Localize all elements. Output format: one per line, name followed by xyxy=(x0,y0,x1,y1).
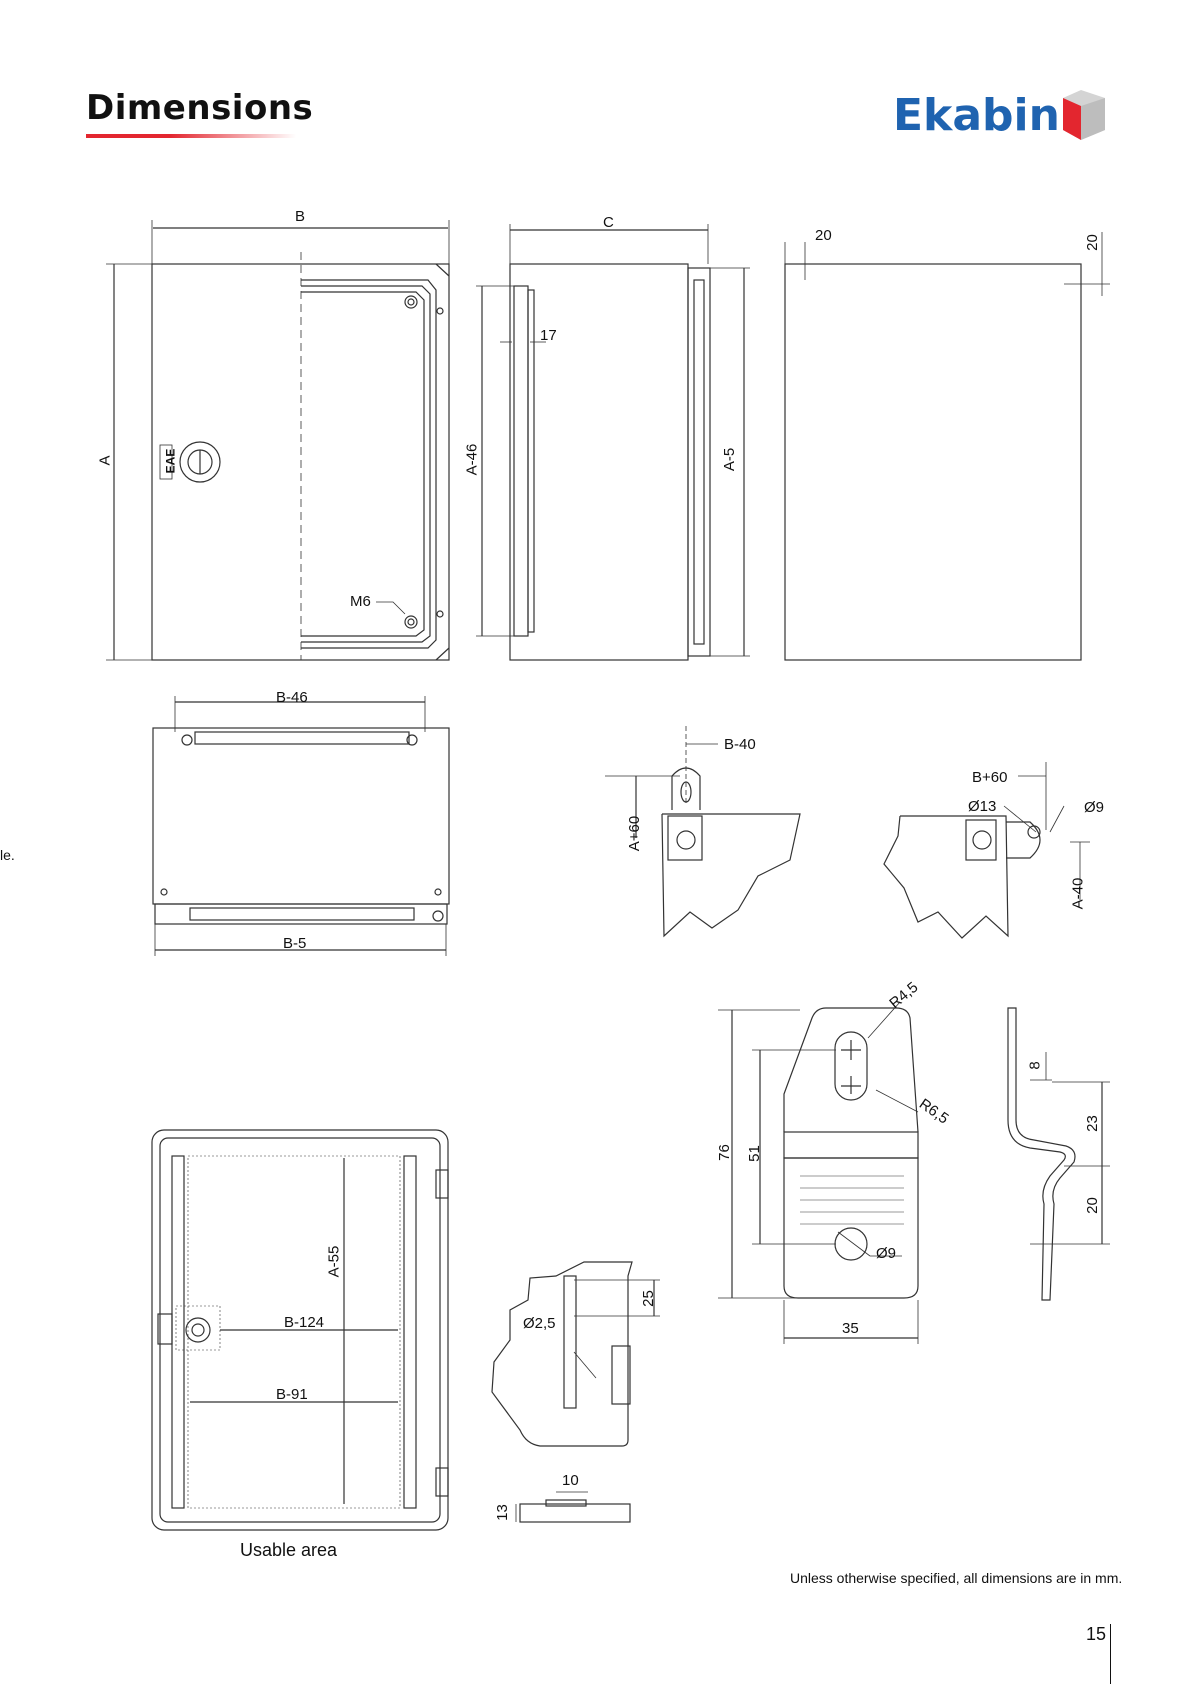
label-bracket-b60: B+60 xyxy=(972,769,1008,786)
bracket-left-view xyxy=(605,726,801,938)
label-hinge-d25: Ø2,5 xyxy=(523,1315,556,1332)
top-view xyxy=(152,696,450,956)
label-usable-a55: A-55 xyxy=(325,1245,343,1278)
label-detail-76: 76 xyxy=(715,1144,733,1161)
title-underline xyxy=(86,134,296,138)
label-hinge-25: 25 xyxy=(639,1290,657,1307)
label-detail-35: 35 xyxy=(842,1320,859,1337)
bracket-right-view xyxy=(883,762,1090,939)
mounting-lug-detail xyxy=(718,1001,919,1344)
label-bracket-a40: A-40 xyxy=(1069,877,1087,910)
label-profile-23: 23 xyxy=(1083,1115,1101,1132)
units-footnote: Unless otherwise specified, all dimensio… xyxy=(790,1570,1123,1586)
label-side-height: A-5 xyxy=(721,447,739,472)
label-front-width: B xyxy=(295,208,306,225)
usable-area-view xyxy=(151,1129,449,1531)
usable-area-caption: Usable area xyxy=(240,1540,338,1560)
label-profile-8: 8 xyxy=(1026,1061,1044,1070)
label-bracket-d9: Ø9 xyxy=(1084,799,1105,816)
label-front-height: A xyxy=(96,455,114,466)
label-top-b46: B-46 xyxy=(276,689,308,706)
label-back-20-right: 20 xyxy=(1083,234,1101,251)
truncated-text: le. xyxy=(0,847,15,863)
label-side-17: 17 xyxy=(540,327,557,344)
label-usable-b124: B-124 xyxy=(284,1314,325,1331)
back-view xyxy=(784,232,1110,661)
label-usable-b91: B-91 xyxy=(276,1386,308,1403)
door-badge: EAE xyxy=(163,448,178,474)
page-title: Dimensions xyxy=(86,88,314,128)
front-view xyxy=(106,220,450,661)
page-number: 15 xyxy=(1086,1624,1107,1644)
label-detail-d9: Ø9 xyxy=(876,1245,897,1262)
hinge-detail xyxy=(491,1261,660,1523)
label-bracket-b40: B-40 xyxy=(724,736,756,753)
ekabin-logo: Ekabin xyxy=(893,90,1105,141)
label-profile-20: 20 xyxy=(1083,1197,1101,1214)
label-side-depth: C xyxy=(603,214,614,231)
label-hinge-10: 10 xyxy=(562,1472,579,1489)
label-bracket-d13: Ø13 xyxy=(968,798,997,815)
page-number-rule xyxy=(1110,1624,1111,1684)
label-m6: M6 xyxy=(350,593,371,610)
label-top-b5: B-5 xyxy=(283,935,307,952)
label-side-inner-height: A-46 xyxy=(463,443,481,476)
label-back-20-top: 20 xyxy=(815,227,832,244)
lug-profile xyxy=(1007,1007,1110,1301)
label-detail-51: 51 xyxy=(745,1145,763,1162)
logo-wordmark: Ekabin xyxy=(893,90,1060,141)
label-bracket-a60: A+60 xyxy=(626,815,644,852)
label-hinge-13: 13 xyxy=(493,1504,511,1521)
side-view xyxy=(476,224,750,661)
